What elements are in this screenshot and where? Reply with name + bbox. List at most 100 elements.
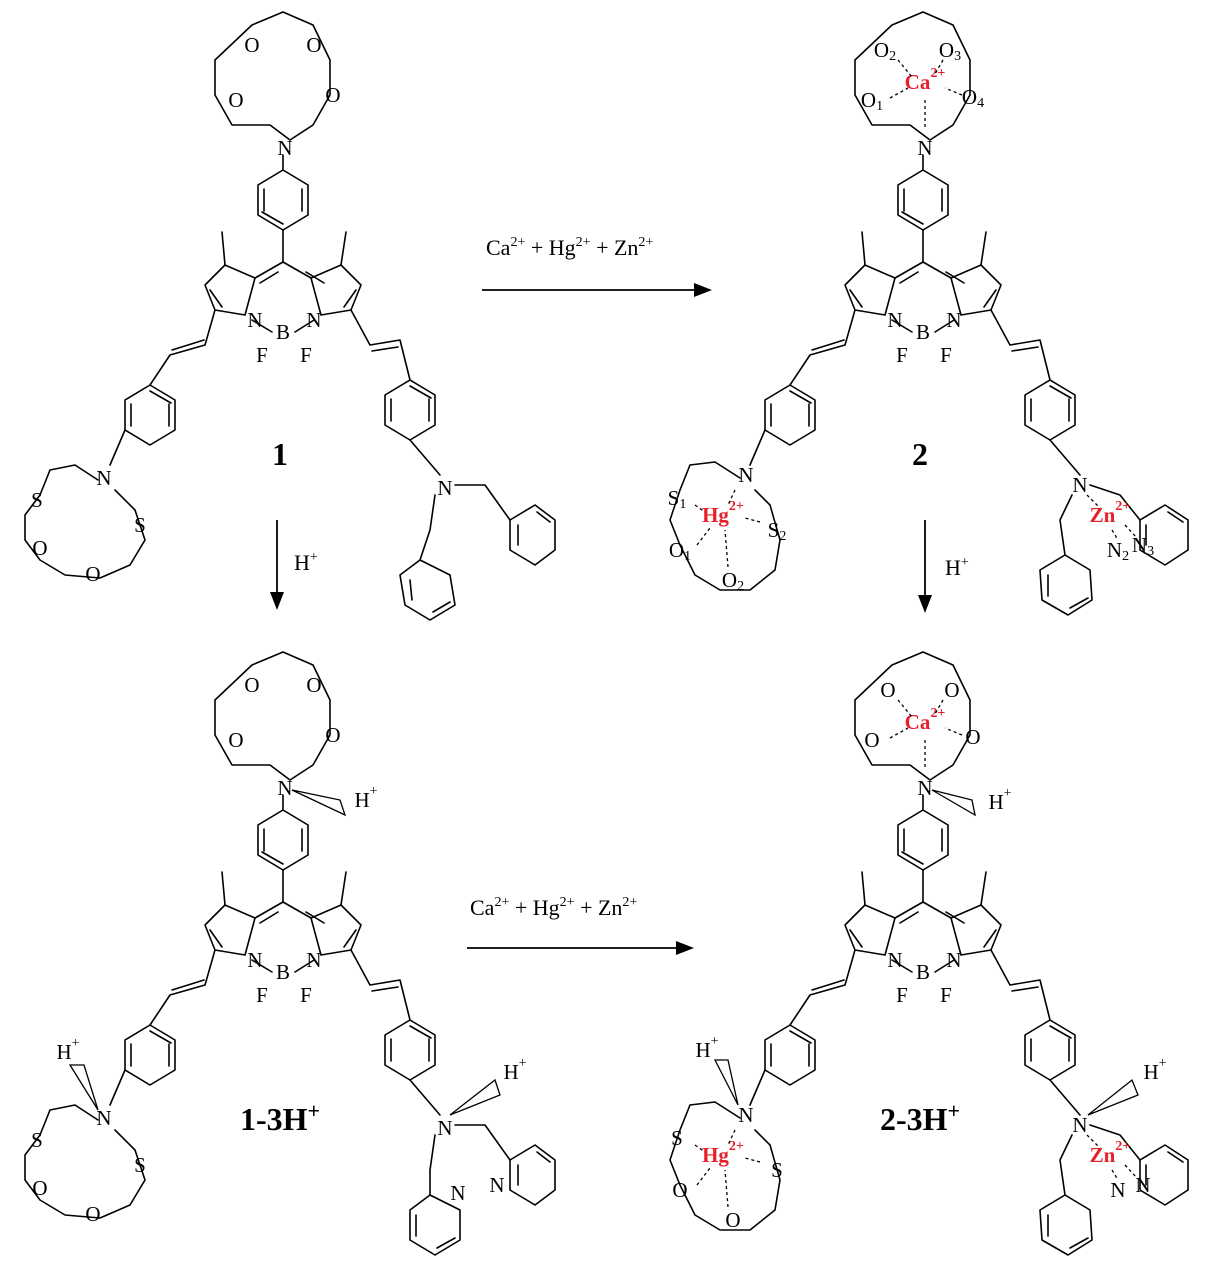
atom-n: N (887, 948, 902, 972)
atom-h: H+ (354, 784, 377, 813)
atom-b: B (276, 320, 290, 344)
atom-o: O (325, 83, 340, 107)
atom-n: N (437, 1116, 452, 1140)
compound-1: O O O O N N B N F F N S S O O N 1 (24, 11, 556, 621)
atom-f: F (256, 983, 268, 1007)
zinc-ion: Zn2+ (1090, 499, 1131, 528)
atom-f: F (896, 343, 908, 367)
atom-f: F (940, 343, 952, 367)
atom-n: N (887, 308, 902, 332)
atom-o: O (306, 33, 321, 57)
atom-o: O (725, 1208, 740, 1232)
atom-n: N (450, 1181, 465, 1205)
atom-o: O (944, 678, 959, 702)
compound-label: 2-3H+ (880, 1098, 960, 1137)
atom-o: O (85, 562, 100, 586)
arrow-reagent: H+ (294, 550, 318, 575)
atom-n: N (277, 136, 292, 160)
atom-n3: N3 (1132, 533, 1154, 559)
atom-f: F (300, 343, 312, 367)
atom-n: N (247, 948, 262, 972)
arrow-reagents: Ca2+ + Hg2+ + Zn2+ (486, 235, 653, 260)
atom-s1: S1 (668, 486, 687, 512)
atom-o: O (325, 723, 340, 747)
zinc-ion: Zn2+ (1090, 1139, 1131, 1168)
compound-2: O2 O3 O1 O4 Ca2+ N N B N F F 2 (749, 11, 1081, 476)
mercury-ion: Hg2+ (702, 1139, 744, 1168)
atom-n: N (917, 136, 932, 160)
atom-o: O (965, 725, 980, 749)
compound-1-3h: O O O O N H+ N B N F F N H+ S S O O N H+… (24, 651, 556, 1256)
arrow-bottom: Ca2+ + Hg2+ + Zn2+ (467, 895, 694, 955)
zinc-complex: N Zn2+ N2 N3 (1039, 473, 1189, 616)
atom-h: H+ (56, 1036, 79, 1065)
atom-n: N (96, 466, 111, 490)
atom-s: S (134, 513, 146, 537)
atom-n: N (1072, 473, 1087, 497)
atom-n: N (1072, 1113, 1087, 1137)
atom-b: B (916, 320, 930, 344)
atom-n: N (946, 308, 961, 332)
atom-s: S (771, 1158, 783, 1182)
atom-n: N (917, 776, 932, 800)
atom-o: O (228, 728, 243, 752)
atom-n: N (277, 776, 292, 800)
compound-label: 1-3H+ (240, 1098, 320, 1137)
atom-f: F (300, 983, 312, 1007)
compound-label: 1 (272, 436, 288, 472)
atom-n: N (247, 308, 262, 332)
atom-n: N (738, 463, 753, 487)
atom-n: N (306, 308, 321, 332)
atom-o: O (672, 1178, 687, 1202)
atom-o: O (244, 673, 259, 697)
atom-o: O (228, 88, 243, 112)
atom-o4: O4 (962, 85, 984, 111)
compound-label: 2 (912, 436, 928, 472)
atom-n: N (738, 1103, 753, 1127)
arrow-top: Ca2+ + Hg2+ + Zn2+ (482, 235, 712, 297)
atom-o: O (85, 1202, 100, 1226)
arrow-left-down: H+ (270, 520, 318, 610)
arrow-right-down: H+ (918, 520, 969, 613)
atom-f: F (896, 983, 908, 1007)
atom-h: H+ (695, 1034, 718, 1063)
atom-o2: O2 (722, 568, 744, 594)
calcium-ion: Ca2+ (905, 706, 946, 735)
arrow-reagents: Ca2+ + Hg2+ + Zn2+ (470, 895, 637, 920)
atom-o: O (306, 673, 321, 697)
atom-o: O (244, 33, 259, 57)
atom-n: N (437, 476, 452, 500)
atom-n: N (1135, 1173, 1150, 1197)
atom-f: F (940, 983, 952, 1007)
atom-n: N (96, 1106, 111, 1130)
atom-s: S (671, 1126, 683, 1150)
atom-s: S (31, 1128, 43, 1152)
atom-n: N (489, 1173, 504, 1197)
atom-o1: O1 (861, 88, 883, 114)
atom-b: B (916, 960, 930, 984)
atom-n2: N2 (1107, 538, 1129, 564)
calcium-ion: Ca2+ (905, 66, 946, 95)
atom-n: N (306, 948, 321, 972)
atom-o: O (864, 728, 879, 752)
mercury-ion: Hg2+ (702, 499, 744, 528)
atom-n: N (1110, 1178, 1125, 1202)
atom-s: S (134, 1153, 146, 1177)
atom-s: S (31, 488, 43, 512)
atom-h: H+ (503, 1056, 526, 1085)
atom-f: F (256, 343, 268, 367)
arrow-reagent: H+ (945, 555, 969, 580)
atom-n: N (946, 948, 961, 972)
atom-o3: O3 (939, 38, 961, 64)
atom-o2: O2 (874, 38, 896, 64)
compound-2-3h: O O O O Ca2+ N H+ N B N F F N H+ S S O O… (669, 651, 1189, 1256)
atom-o1: O1 (669, 538, 691, 564)
atom-s2: S2 (768, 518, 787, 544)
atom-o: O (880, 678, 895, 702)
atom-o: O (32, 536, 47, 560)
atom-h: H+ (1143, 1056, 1166, 1085)
atom-b: B (276, 960, 290, 984)
atom-o: O (32, 1176, 47, 1200)
mercury-complex: N S1 S2 O1 O2 Hg2+ (668, 461, 787, 594)
